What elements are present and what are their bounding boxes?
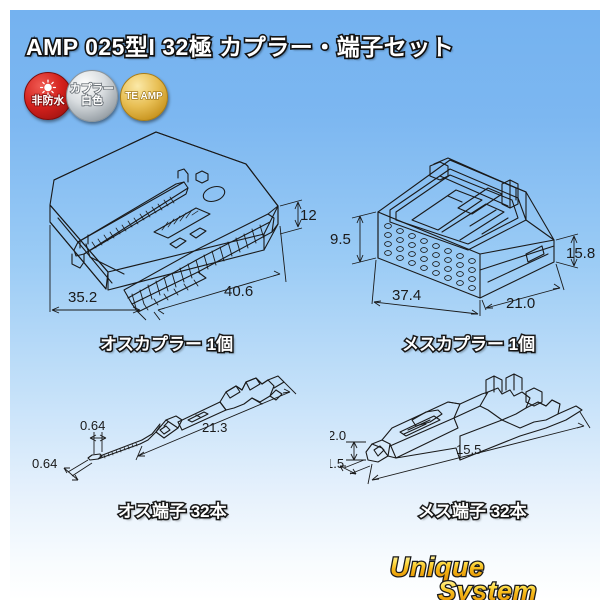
male-terminal-drawing: 0.64 0.64 21.3 [30,368,320,498]
badge-coupler-color: カプラー 白色 [66,70,118,122]
caption-female-connector: メスカプラー 1個 [400,334,536,356]
dim-female-term-length: 15.5 [456,442,481,457]
badge-non-waterproof: 非防水 [24,72,72,120]
female-connector-drawing: 9.5 37.4 15.8 21.0 [330,150,600,330]
sun-icon [39,79,57,96]
dim-male-length: 35.2 [68,289,97,306]
brand-logo: Unique System [382,550,592,600]
caption-male-connector: オスカプラー 1個 [98,334,234,356]
dim-male-term-tab-width: 0.64 [80,418,105,433]
image-canvas: AMP 025型I 32極 カプラー・端子セット [10,10,600,600]
badge-coupler-color-line2: 白色 [80,95,104,108]
badge-coupler-color-line1: カプラー [69,83,115,96]
dim-female-height-left: 9.5 [330,231,351,248]
dim-female-width: 21.0 [506,295,535,312]
badge-brand-label: TE AMP [125,90,164,102]
logo-line-2: System [438,576,537,600]
dim-male-width: 40.6 [224,283,253,300]
female-terminal-drawing: 2.0 1.5 15.5 [330,368,600,498]
badge-brand: TE AMP [120,73,168,121]
male-connector-drawing: 35.2 40.6 12.7 [28,122,318,327]
logo-line-1: Unique [390,552,485,582]
dim-male-height: 12.7 [300,207,318,224]
dim-female-term-width: 1.5 [330,456,344,471]
dim-female-length: 37.4 [392,287,421,304]
page-title: AMP 025型I 32極 カプラー・端子セット [24,32,455,61]
caption-male-terminal: オス端子 32本 [117,501,229,523]
caption-female-terminal: メス端子 32本 [417,501,529,523]
dim-male-term-tab-thickness: 0.64 [32,456,57,471]
badge-non-waterproof-label: 非防水 [31,94,66,107]
dim-male-term-length: 21.3 [202,420,227,435]
dim-female-term-height: 2.0 [330,428,346,443]
dim-female-height-right: 15.8 [566,245,595,262]
